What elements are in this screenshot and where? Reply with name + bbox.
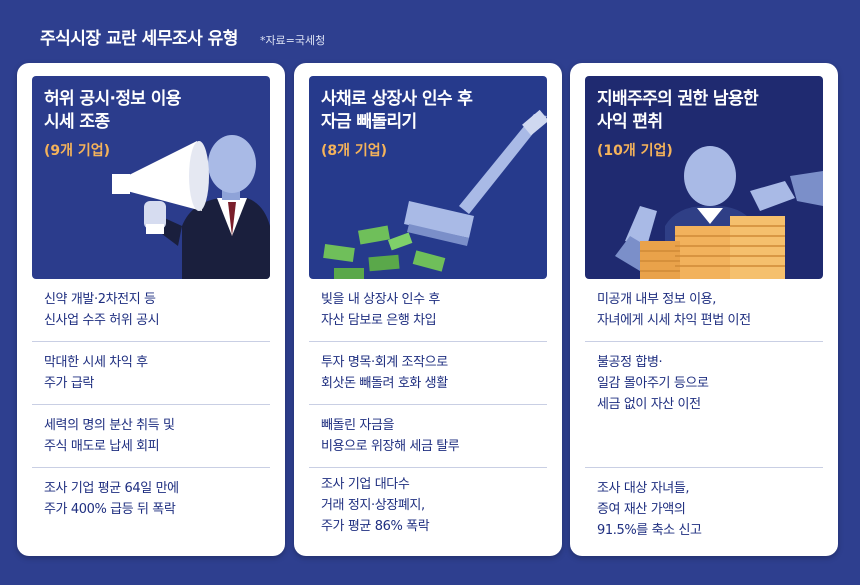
card-count: (8개 기업) [321,143,388,159]
list-item: 투자 명목·회계 조작으로 회삿돈 빼돌려 호화 생활 [309,342,547,405]
vacuum-cleaner-icon [323,109,547,279]
card-stock-manipulation: 허위 공시·정보 이용 시세 조종 (9개 기업) 신약 개발·2차전지 등 [17,63,285,556]
list-item: 불공정 합병· 일감 몰아주기 등으로 세금 없이 자산 이전 [585,342,823,468]
card-title: 사채로 상장사 인수 후 자금 빼돌리기 [321,89,473,132]
card-controlling-shareholder-abuse: 지배주주의 권한 남용한 사익 편취 (10개 기업) [570,63,838,556]
card-illustration-panel: 지배주주의 권한 남용한 사익 편취 (10개 기업) [585,76,823,279]
card-title: 허위 공시·정보 이용 시세 조종 [44,89,181,132]
list-item: 막대한 시세 차익 후 주가 급락 [32,342,270,405]
list-item: 미공개 내부 정보 이용, 자녀에게 시세 차익 편법 이전 [585,279,823,342]
list-item: 빼돌린 자금을 비용으로 위장해 세금 탈루 [309,405,547,468]
megaphone-icon [112,135,270,279]
list-item: 신약 개발·2차전지 등 신사업 수주 허위 공시 [32,279,270,342]
list-item: 빚을 내 상장사 인수 후 자산 담보로 은행 차입 [309,279,547,342]
list-item: 조사 대상 자녀들, 증여 재산 가액의 91.5%를 축소 신고 [597,481,702,538]
source-note: *자료=국세청 [259,34,326,47]
card-count: (9개 기업) [44,143,111,159]
card-illustration-panel: 사채로 상장사 인수 후 자금 빼돌리기 (8개 기업) [309,76,547,279]
list-item: 세력의 명의 분산 취득 및 주식 매도로 납세 회피 [32,405,270,468]
card-illustration-panel: 허위 공시·정보 이용 시세 조종 (9개 기업) [32,76,270,279]
header: 주식시장 교란 세무조사 유형 *자료=국세청 [40,24,325,54]
page-title: 주식시장 교란 세무조사 유형 [40,29,238,49]
card-private-loan-takeover: 사채로 상장사 인수 후 자금 빼돌리기 (8개 기업) 빚을 내 상장사 인수… [294,63,562,556]
list-item: 조사 기업 대다수 거래 정지·상장폐지, 주가 평균 86% 폭락 [321,477,430,534]
card-title: 지배주주의 권한 남용한 사익 편취 [597,89,759,132]
card-count: (10개 기업) [597,143,673,159]
money-stack-icon [615,146,823,279]
list-item: 조사 기업 평균 64일 만에 주가 400% 급등 뒤 폭락 [44,481,179,517]
